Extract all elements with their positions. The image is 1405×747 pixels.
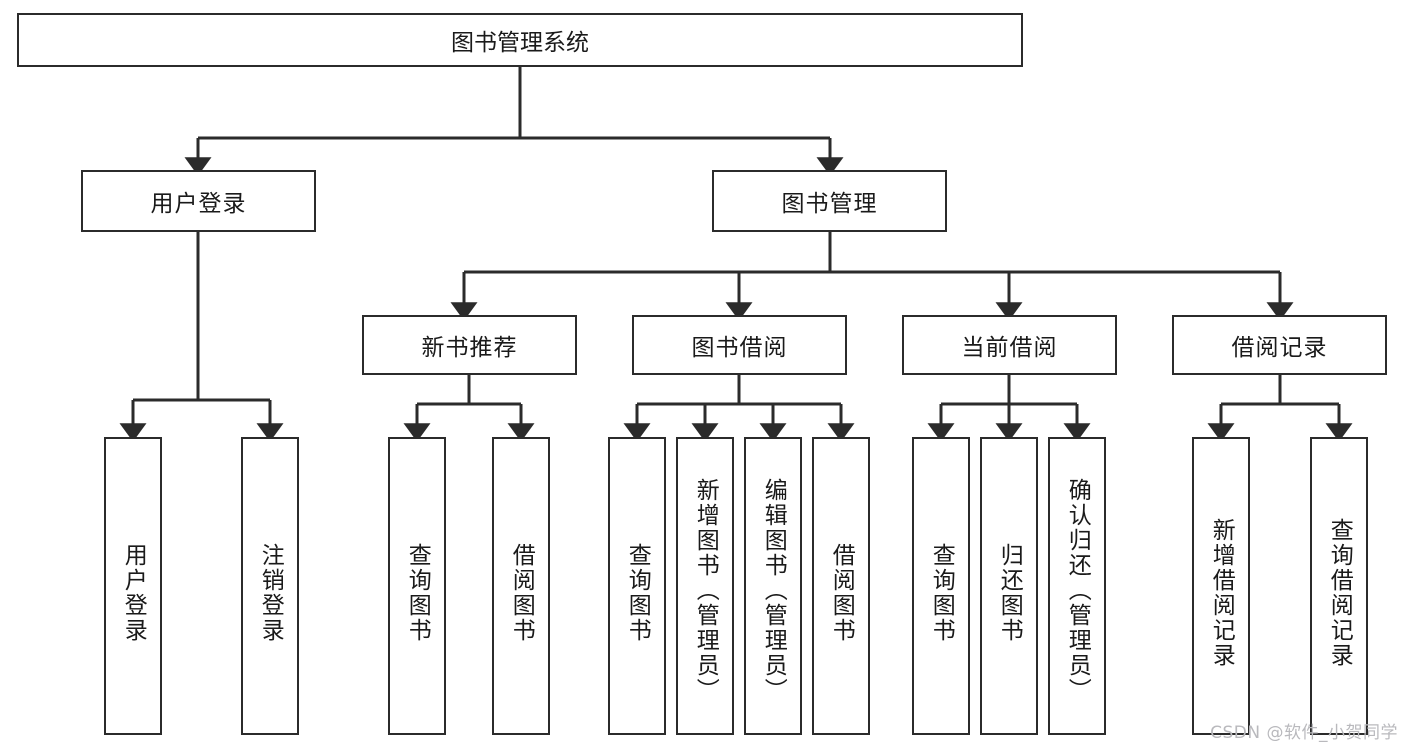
node-borrow-record[interactable]: 借阅记录 — [1172, 315, 1387, 375]
node-leaf-query-record[interactable]: 查询借阅记录 — [1310, 437, 1368, 735]
node-new-book-rec[interactable]: 新书推荐 — [362, 315, 577, 375]
node-leaf-edit-book[interactable]: 编辑图书（管理员） — [744, 437, 802, 735]
node-leaf-logout-login[interactable]: 注销登录 — [241, 437, 299, 735]
node-leaf-return-book[interactable]: 归还图书 — [980, 437, 1038, 735]
node-leaf-add-book[interactable]: 新增图书（管理员） — [676, 437, 734, 735]
node-root[interactable]: 图书管理系统 — [17, 13, 1023, 67]
node-leaf-user-login[interactable]: 用户登录 — [104, 437, 162, 735]
node-leaf-confirm-return[interactable]: 确认归还（管理员） — [1048, 437, 1106, 735]
node-current-borrow[interactable]: 当前借阅 — [902, 315, 1117, 375]
node-leaf-add-record[interactable]: 新增借阅记录 — [1192, 437, 1250, 735]
node-leaf-query-book-2[interactable]: 查询图书 — [608, 437, 666, 735]
node-book-borrow[interactable]: 图书借阅 — [632, 315, 847, 375]
node-leaf-borrow-book-2[interactable]: 借阅图书 — [812, 437, 870, 735]
node-leaf-borrow-book-1[interactable]: 借阅图书 — [492, 437, 550, 735]
node-book-manage[interactable]: 图书管理 — [712, 170, 947, 232]
node-leaf-query-book-1[interactable]: 查询图书 — [388, 437, 446, 735]
node-leaf-query-book-3[interactable]: 查询图书 — [912, 437, 970, 735]
node-user-login[interactable]: 用户登录 — [81, 170, 316, 232]
